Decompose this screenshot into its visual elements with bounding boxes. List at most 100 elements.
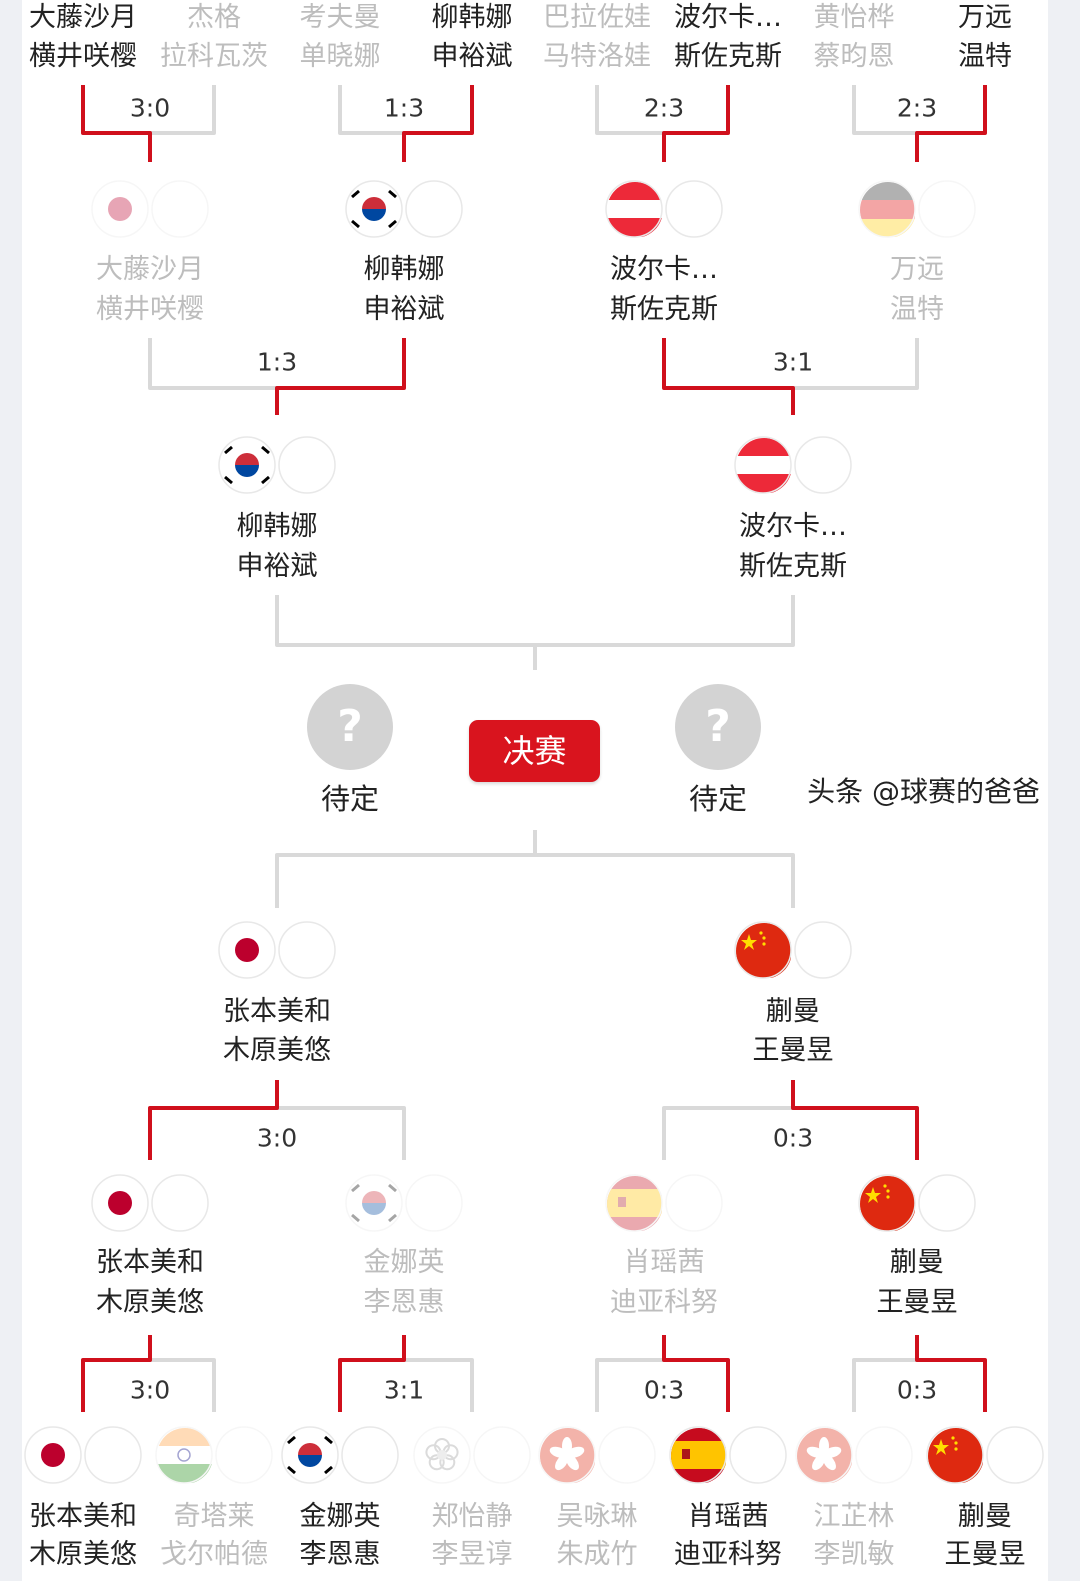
player-name: 李昱谆 [431,1539,513,1570]
player-name: 张本美和 [223,996,331,1027]
team-flags [91,1174,209,1232]
chinese-taipei-flag-icon [473,1426,531,1484]
player-name: 大藤沙月 [29,2,137,33]
player-name: 郑怡静 [431,1501,513,1532]
team-flags [605,180,723,238]
player-name: 申裕斌 [363,294,445,325]
player-name: 万远 [890,254,944,285]
player-name: 奇塔莱 [173,1501,255,1532]
winner-connector [338,1335,406,1412]
match-score: 1:3 [383,93,425,123]
player-name: 木原美悠 [223,1035,331,1066]
spain-flag-icon [669,1426,727,1484]
hong-kong-flag-icon [538,1426,596,1484]
match-score: 1:3 [256,347,298,377]
match-score: 3:0 [129,1375,171,1405]
team-flags [24,1426,142,1484]
player-name: 黄怡桦 [813,2,895,33]
player-name: 木原美悠 [96,1287,204,1318]
team-flags [218,436,336,494]
winner-connector [81,85,152,162]
player-name: 马特洛娃 [543,41,651,72]
tbd-placeholder-icon: ? [307,684,393,770]
winner-connector [791,1080,919,1160]
romania-flag-icon [665,180,723,238]
match-score: 0:3 [643,1375,685,1405]
hong-kong-flag-icon [855,1426,913,1484]
team-flags [734,921,852,979]
semifinal-connector [275,853,795,908]
loser-connector [852,1358,917,1412]
hong-kong-flag-icon [598,1426,656,1484]
player-name: 江芷林 [813,1501,895,1532]
player-name: 王曼昱 [944,1539,1026,1570]
player-name: 温特 [958,41,1012,72]
player-name: 迪亚科努 [610,1287,718,1318]
japan-flag-icon [278,921,336,979]
match-score: 0:3 [772,1123,814,1153]
bracket-card [22,0,1048,1581]
match-score: 3:1 [772,347,814,377]
romania-flag-icon [794,436,852,494]
match-score: 3:0 [129,93,171,123]
japan-flag-icon [218,921,276,979]
romania-flag-icon [729,1426,787,1484]
team-flags [155,1426,273,1484]
loser-connector [793,338,919,390]
spain-flag-icon [605,1174,663,1232]
player-name: 李恩惠 [363,1287,445,1318]
china-flag-icon [734,921,792,979]
player-name: 金娜英 [363,1247,445,1278]
loser-connector [150,1358,216,1412]
team-flags [91,180,209,238]
korea-flag-icon [405,1174,463,1232]
player-name: 李恩惠 [299,1539,381,1570]
korea-flag-icon [405,180,463,238]
player-name: 单晓娜 [299,41,381,72]
japan-flag-icon [84,1426,142,1484]
japan-flag-icon [151,1174,209,1232]
player-name: 巴拉佐娃 [543,2,651,33]
player-name: 蒯曼 [890,1247,944,1278]
semifinal-connector [275,595,795,647]
korea-flag-icon [218,436,276,494]
winner-connector [81,1335,152,1412]
china-flag-icon [858,1174,916,1232]
player-name: 波尔卡… [739,511,847,542]
loser-connector [595,1358,664,1412]
player-name: 肖瑶茜 [687,1501,769,1532]
finalist-2-label: 待定 [688,782,748,816]
match-score: 3:1 [383,1375,425,1405]
team-flags [345,1174,463,1232]
player-name: 金娜英 [299,1501,381,1532]
china-flag-icon [794,921,852,979]
player-name: 柳韩娜 [431,2,513,33]
player-name: 杰格 [187,2,241,33]
germany-flag-icon [858,180,916,238]
match-score: 3:0 [256,1123,298,1153]
team-flags [413,1426,531,1484]
player-name: 斯佐克斯 [674,41,782,72]
winner-connector [662,85,730,162]
player-name: 柳韩娜 [236,511,318,542]
loser-connector [338,85,404,135]
player-name: 吴咏琳 [556,1501,638,1532]
player-name: 戈尔帕德 [160,1539,268,1570]
team-flags [669,1426,787,1484]
watermark: 头条 @球赛的爸爸 [807,775,1040,808]
player-name: 肖瑶茜 [623,1247,705,1278]
winner-connector [662,338,795,415]
player-name: 蔡昀恩 [813,41,895,72]
player-name: 申裕斌 [431,41,513,72]
korea-flag-icon [345,1174,403,1232]
player-name: 波尔卡… [674,2,782,33]
winner-connector [915,85,987,162]
player-name: 万远 [958,2,1012,33]
player-name: 张本美和 [29,1501,137,1532]
player-name: 迪亚科努 [674,1539,782,1570]
winner-connector [148,1080,279,1160]
loser-connector [595,85,664,135]
final-button[interactable]: 决赛 [469,720,600,782]
player-name: 张本美和 [96,1247,204,1278]
